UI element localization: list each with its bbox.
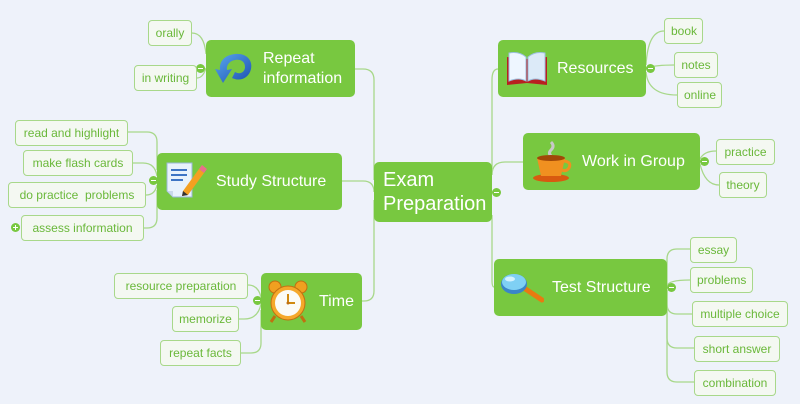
leaf-label: essay: [697, 243, 730, 257]
leaf-in-writing[interactable]: in writing: [134, 65, 197, 91]
leaf-label: practice: [724, 145, 767, 159]
collapse-central-toggle[interactable]: [492, 188, 501, 197]
topic-label: Resources: [557, 59, 634, 77]
alarm-clock-icon: [268, 280, 308, 323]
collapse-study-toggle[interactable]: [149, 176, 158, 185]
leaf-notes[interactable]: notes: [674, 52, 718, 78]
central-node-label: Exam Preparation: [383, 169, 487, 215]
leaf-assess-information[interactable]: assess information: [21, 215, 144, 241]
leaf-label: multiple choice: [700, 307, 780, 321]
leaf-online[interactable]: online: [677, 82, 722, 108]
collapse-repeat-toggle[interactable]: [196, 64, 205, 73]
leaf-read-and-highlight[interactable]: read and highlight: [15, 120, 128, 146]
leaf-orally[interactable]: orally: [148, 20, 192, 46]
coffee-cup-icon: [533, 140, 572, 182]
leaf-label: in writing: [141, 71, 190, 85]
leaf-label: resource preparation: [125, 279, 237, 293]
open-book-icon: [507, 52, 547, 85]
central-node[interactable]: Exam Preparation: [374, 162, 492, 222]
leaf-short-answer[interactable]: short answer: [694, 336, 780, 362]
connector-central-group: [491, 161, 523, 176]
leaf-do-practice-problems[interactable]: do practice problems: [8, 182, 146, 208]
leaf-label: problems: [697, 273, 747, 287]
connector-central-time: [362, 200, 375, 302]
leaf-make-flash-cards[interactable]: make flash cards: [23, 150, 133, 176]
collapse-time-toggle[interactable]: [253, 296, 262, 305]
topic-label: Repeat information: [263, 49, 343, 87]
topic-test-structure[interactable]: Test Structure: [494, 259, 667, 316]
topic-label: Time: [319, 292, 354, 310]
connector-test-short: [666, 290, 694, 349]
leaf-multiple-choice[interactable]: multiple choice: [692, 301, 788, 327]
leaf-combination[interactable]: combination: [694, 370, 776, 396]
leaf-label: repeat facts: [169, 346, 232, 360]
topic-label: Study Structure: [216, 172, 327, 190]
leaf-practice[interactable]: practice: [716, 139, 775, 165]
connector-resources-online: [645, 71, 678, 96]
leaf-label: memorize: [179, 312, 232, 326]
connector-time-resource: [247, 284, 262, 298]
connector-time-repeat: [241, 310, 262, 354]
collapse-test-toggle[interactable]: [667, 283, 676, 292]
leaf-label: orally: [155, 26, 185, 40]
connector-central-test: [491, 215, 495, 288]
connector-central-study: [342, 180, 375, 193]
connector-test-essay: [666, 248, 690, 285]
topic-repeat-information[interactable]: Repeat information: [206, 40, 355, 97]
leaf-label: online: [684, 88, 717, 102]
connector-group-theory: [699, 163, 720, 186]
connector-test-multiple: [666, 290, 692, 315]
connector-central-repeat: [355, 68, 375, 180]
leaf-label: make flash cards: [32, 156, 124, 170]
leaf-label: short answer: [702, 342, 772, 356]
topic-label: Work in Group: [582, 152, 685, 170]
collapse-resources-toggle[interactable]: [646, 64, 655, 73]
connector-central-resources: [491, 68, 499, 170]
magnifier-icon: [501, 274, 544, 303]
leaf-resource-preparation[interactable]: resource preparation: [114, 273, 248, 299]
document-pencil-icon: [166, 162, 207, 198]
leaf-label: theory: [726, 178, 760, 192]
connector-study-practice: [145, 184, 158, 196]
leaf-label: read and highlight: [23, 126, 120, 140]
leaf-book[interactable]: book: [664, 18, 703, 44]
connector-resources-book: [645, 30, 665, 66]
leaf-problems[interactable]: problems: [690, 267, 753, 293]
leaf-label: assess information: [32, 221, 133, 235]
leaf-theory[interactable]: theory: [719, 172, 767, 198]
refresh-arrow-icon: [215, 53, 252, 83]
connector-repeat-orally: [191, 32, 207, 55]
collapse-group-toggle[interactable]: [700, 157, 709, 166]
leaf-memorize[interactable]: memorize: [172, 306, 239, 332]
topic-label: Test Structure: [552, 278, 651, 296]
connector-study-assess: [144, 190, 158, 229]
leaf-label: notes: [681, 58, 711, 72]
leaf-repeat-facts[interactable]: repeat facts: [160, 340, 241, 366]
connector-test-combination: [666, 290, 694, 383]
connector-repeat-writing: [196, 67, 207, 79]
leaf-label: do practice problems: [19, 188, 135, 202]
leaf-label: combination: [702, 376, 768, 390]
connector-study-flash: [133, 162, 158, 177]
leaf-label: book: [671, 24, 698, 38]
connector-time-memorize: [239, 303, 262, 320]
connector-study-read: [128, 131, 158, 170]
expand-assess-toggle[interactable]: [11, 223, 20, 232]
leaf-essay[interactable]: essay: [690, 237, 737, 263]
